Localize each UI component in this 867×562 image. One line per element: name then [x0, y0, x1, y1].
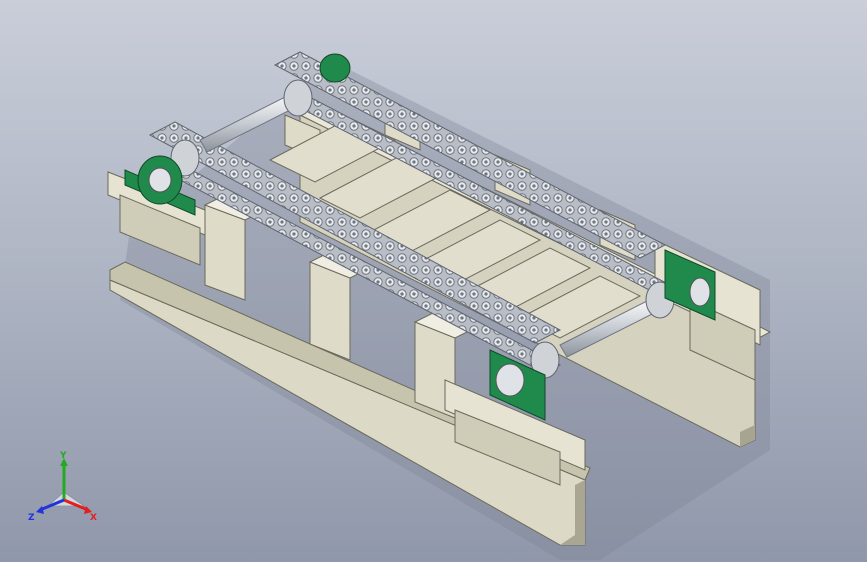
cross-slats[interactable] — [268, 117, 642, 339]
x-axis-line — [63, 498, 89, 512]
y-axis-arrow — [60, 458, 68, 466]
x-axis-label: X — [90, 513, 97, 523]
coordinate-triad: Y X Z — [28, 451, 97, 523]
bearing-blocks[interactable] — [124, 53, 716, 421]
z-axis-label: Z — [28, 513, 35, 523]
drive-shafts[interactable] — [199, 91, 663, 358]
z-axis-line — [39, 498, 65, 512]
sprockets[interactable] — [170, 79, 675, 379]
y-axis-label: Y — [59, 451, 67, 461]
z-axis-arrow — [36, 506, 44, 514]
x-axis-arrow — [84, 506, 92, 514]
